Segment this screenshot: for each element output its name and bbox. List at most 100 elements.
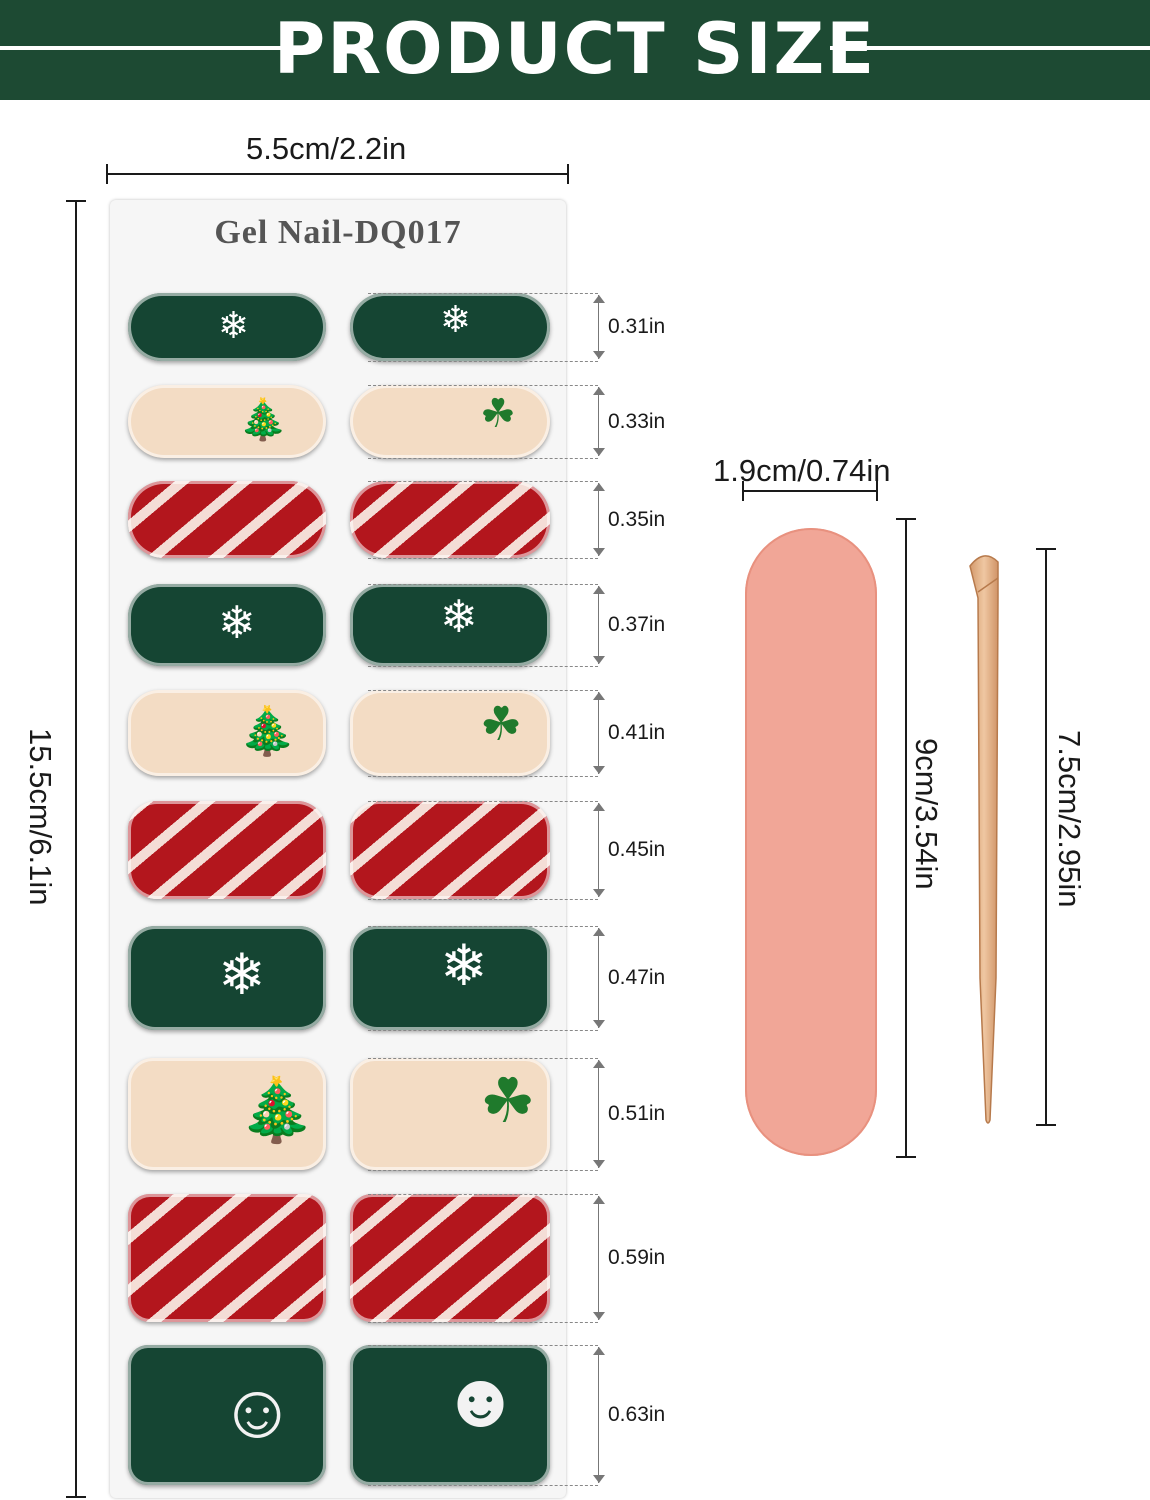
header-banner [0,0,1150,100]
nail-right: ❄ [350,293,550,361]
row-size-label: 0.33in [608,410,666,433]
sheet-width-cap-right [567,164,569,184]
snowflake-icon: ❄ [218,597,256,648]
file-height-label: 9cm/3.54in [909,738,944,890]
row-size-label: 0.31in [608,315,666,338]
arrow-down-icon [593,1475,605,1483]
arrow-down-icon [593,1020,605,1028]
row-guide-top [368,690,598,691]
sheet-height-cap-top [66,200,86,202]
nail-file-image [745,528,877,1156]
row-size-label: 0.51in [608,1102,666,1125]
nail-right: ❄ [350,926,550,1030]
row-size-label: 0.35in [608,508,666,531]
row-size-line [598,692,599,774]
row-guide-bottom [368,899,598,900]
nail-right: ☘ [350,1058,550,1170]
row-guide-top [368,1058,598,1059]
nail-left [128,1194,326,1322]
sheet-height-cap-bottom [66,1496,86,1498]
arrow-down-icon [593,1312,605,1320]
nail-left: 🎄 [128,385,326,458]
arrow-down-icon [593,448,605,456]
row-size-label: 0.47in [608,966,666,989]
stick-height-line [1045,548,1047,1126]
nail-left: 🎄 [128,690,326,776]
row-size-label: 0.45in [608,838,666,861]
christmas-tree-icon: 🎄 [238,1076,316,1145]
row-guide-top [368,801,598,802]
cuticle-stick-image [969,555,999,1124]
row-guide-bottom [368,776,598,777]
row-guide-bottom [368,666,598,667]
row-size-line [598,1060,599,1168]
row-size-line [598,586,599,664]
row-guide-top [368,1345,598,1346]
page-title: PRODUCT SIZE [273,8,877,90]
row-size-line [598,803,599,897]
banner-rule-right [830,46,1150,50]
row-guide-bottom [368,458,598,459]
file-width-cap-left [742,481,744,501]
row-guide-bottom [368,1170,598,1171]
sheet-width-cap-left [106,164,108,184]
row-guide-bottom [368,1485,598,1486]
nail-left: 🎄 [128,1058,326,1170]
row-size-label: 0.41in [608,721,666,744]
nail-left: ☺ [128,1345,326,1485]
nail-right: ☘ [350,690,550,776]
nail-left [128,801,326,899]
christmas-tree-icon: 🎄 [238,704,297,757]
christmas-tree-icon: 🎄 [238,398,288,442]
nail-left: ❄ [128,926,326,1030]
row-size-label: 0.59in [608,1246,666,1269]
santa-icon: ☺ [218,1368,297,1454]
row-size-line [598,1347,599,1483]
snowflake-icon: ❄ [218,943,266,1007]
arrow-up-icon [593,692,605,700]
arrow-up-icon [593,928,605,936]
arrow-down-icon [593,548,605,556]
sheet-product-label: Gel Nail-DQ017 [214,214,462,251]
row-guide-top [368,385,598,386]
sheet-width-label: 5.5cm/2.2in [246,131,407,166]
snowflake-icon: ❄ [440,591,478,642]
row-guide-top [368,1194,598,1195]
sheet-height-line [75,200,77,1498]
nail-right: ❄ [350,584,550,666]
arrow-down-icon [593,766,605,774]
row-size-label: 0.63in [608,1403,666,1426]
holly-icon: ☘ [480,1067,536,1136]
arrow-down-icon [593,889,605,897]
nail-right [350,801,550,899]
holly-icon: ☘ [480,392,516,436]
stick-height-cap-bottom [1036,1124,1056,1126]
file-width-cap-right [876,481,878,501]
arrow-up-icon [593,387,605,395]
snowflake-icon: ❄ [440,299,472,340]
nail-right [350,481,550,558]
arrow-up-icon [593,295,605,303]
nail-right [350,1194,550,1322]
arrow-up-icon [593,1196,605,1204]
row-size-line [598,928,599,1028]
file-height-line [905,518,907,1158]
file-width-line [742,490,878,492]
stick-height-cap-top [1036,548,1056,550]
row-size-label: 0.37in [608,613,666,636]
row-size-line [598,295,599,359]
sheet-height-label: 15.5cm/6.1in [23,728,58,906]
arrow-down-icon [593,1160,605,1168]
row-guide-top [368,293,598,294]
row-size-line [598,387,599,456]
nail-left: ❄ [128,584,326,666]
arrow-up-icon [593,1060,605,1068]
snowflake-icon: ❄ [218,305,250,346]
sheet-width-line [106,173,569,175]
arrow-up-icon [593,1347,605,1355]
stick-height-label: 7.5cm/2.95in [1052,730,1087,908]
reindeer-icon: ☻ [440,1357,522,1443]
file-height-cap-bottom [896,1156,916,1158]
arrow-up-icon [593,586,605,594]
file-height-cap-top [896,518,916,520]
